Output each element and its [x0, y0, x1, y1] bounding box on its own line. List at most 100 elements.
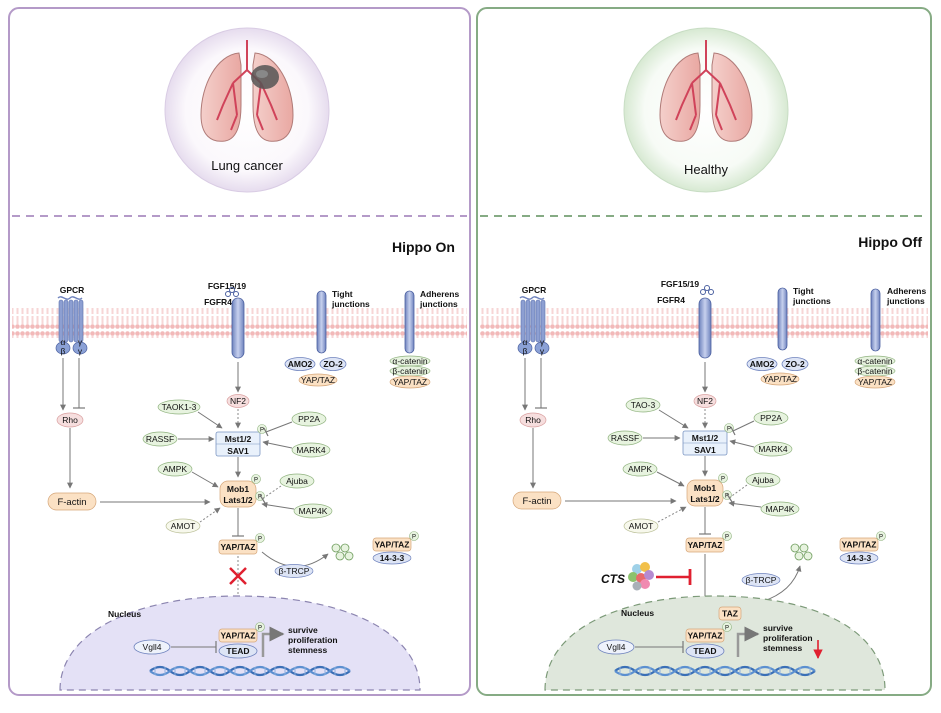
svg-text:YAP/TAZ: YAP/TAZ: [301, 375, 335, 385]
ajuba-node: [279, 473, 315, 489]
amot-node: [165, 518, 201, 534]
btrcp-node: [741, 573, 781, 587]
svg-text:MAP4K: MAP4K: [766, 504, 795, 514]
svg-text:P: P: [725, 626, 729, 632]
svg-text:SAV1: SAV1: [227, 446, 249, 456]
rho-node: [56, 412, 84, 428]
mark4-node: [753, 441, 793, 457]
svg-text:Mob1: Mob1: [694, 483, 716, 493]
svg-text:AMOT: AMOT: [629, 521, 654, 531]
svg-text:TAZ: TAZ: [722, 609, 738, 619]
svg-text:Ajuba: Ajuba: [752, 475, 774, 485]
svg-text:P: P: [260, 428, 264, 434]
svg-text:RASSF: RASSF: [146, 434, 174, 444]
svg-text:P: P: [725, 494, 729, 500]
svg-text:Vgll4: Vgll4: [143, 642, 162, 652]
svg-text:YAP/TAZ: YAP/TAZ: [221, 631, 256, 641]
svg-text:Ajuba: Ajuba: [286, 476, 308, 486]
svg-text:AMO2: AMO2: [750, 359, 775, 369]
svg-text:P: P: [879, 535, 883, 541]
f-actin-node: [512, 491, 562, 510]
svg-text:Adherens: Adherens: [887, 286, 926, 296]
svg-text:α-catenin: α-catenin: [392, 356, 427, 366]
svg-text:YAP/TAZ: YAP/TAZ: [842, 540, 877, 550]
svg-text:YAP/TAZ: YAP/TAZ: [688, 631, 723, 641]
yap-taz-1433: [372, 537, 412, 552]
svg-text:ZO-2: ZO-2: [785, 359, 805, 369]
taok-node: [157, 399, 201, 415]
degradation-fragments: [790, 543, 813, 561]
gpcr-receptor: GPCR α β γ γ: [55, 285, 88, 356]
rho-node: [519, 412, 547, 428]
svg-text:YAP/TAZ: YAP/TAZ: [221, 542, 256, 552]
rassf-node: [142, 431, 178, 447]
svg-text:MARK4: MARK4: [296, 445, 326, 455]
svg-text:NF2: NF2: [697, 396, 713, 406]
svg-text:Nucleus: Nucleus: [108, 609, 141, 619]
state-title: Hippo On: [392, 239, 455, 255]
svg-text:Mst1/2: Mst1/2: [692, 433, 719, 443]
adherens-junction: Adherens junctions α-catenin β-catenin Y…: [854, 286, 926, 389]
svg-text:YAP/TAZ: YAP/TAZ: [375, 540, 410, 550]
svg-text:γ: γ: [540, 346, 545, 356]
svg-text:Nucleus: Nucleus: [621, 608, 654, 618]
fgfr4-label: FGFR4: [204, 297, 232, 307]
svg-text:junctions: junctions: [419, 299, 458, 309]
map4k-node: [293, 503, 333, 519]
svg-text:β: β: [61, 346, 66, 356]
svg-text:Mob1: Mob1: [227, 484, 249, 494]
gpcr-receptor: GPCR α β γ γ: [517, 285, 550, 356]
right-organ-illustration: [623, 27, 789, 193]
gpcr-label: GPCR: [60, 285, 85, 295]
svg-text:14-3-3: 14-3-3: [847, 553, 872, 563]
svg-text:β-TRCP: β-TRCP: [746, 575, 777, 585]
svg-text:P: P: [412, 535, 416, 541]
svg-text:ZO-2: ZO-2: [323, 359, 343, 369]
vgll4-node: [133, 639, 171, 655]
svg-text:Vgll4: Vgll4: [607, 642, 626, 652]
svg-text:YAP/TAZ: YAP/TAZ: [688, 540, 723, 550]
organ-label: Healthy: [684, 162, 729, 177]
svg-text:PP2A: PP2A: [298, 414, 320, 424]
yap-taz-cytoplasm: [218, 539, 258, 555]
yap-taz-nuclear: [685, 628, 725, 643]
svg-text:Rho: Rho: [62, 415, 78, 425]
pp2a-node: [753, 410, 789, 426]
degradation-fragments: [331, 543, 354, 561]
svg-text:TEAD: TEAD: [693, 646, 716, 656]
svg-text:TEAD: TEAD: [226, 646, 249, 656]
svg-text:AMPK: AMPK: [163, 464, 187, 474]
svg-text:MARK4: MARK4: [758, 444, 788, 454]
svg-text:γ: γ: [540, 337, 545, 347]
nf2-node: [226, 394, 250, 408]
nf2-node: [693, 394, 717, 408]
svg-text:RASSF: RASSF: [611, 433, 639, 443]
cts-label: CTS: [601, 572, 625, 586]
protein-1433: [839, 551, 879, 565]
svg-text:proliferation: proliferation: [763, 633, 813, 643]
svg-text:P: P: [258, 537, 262, 543]
btrcp-node: [274, 564, 314, 578]
svg-text:Tight: Tight: [793, 286, 814, 296]
svg-text:TAO-3: TAO-3: [631, 400, 656, 410]
svg-text:YAP/TAZ: YAP/TAZ: [393, 377, 427, 387]
protein-1433: [372, 551, 412, 565]
svg-text:Tight: Tight: [332, 289, 353, 299]
svg-text:junctions: junctions: [331, 299, 370, 309]
svg-text:β: β: [523, 346, 528, 356]
fgfr4-receptor: FGF15/19 FGFR4: [204, 281, 247, 359]
svg-text:14-3-3: 14-3-3: [380, 553, 405, 563]
svg-text:MAP4K: MAP4K: [299, 506, 328, 516]
svg-text:Mst1/2: Mst1/2: [225, 434, 252, 444]
svg-text:P: P: [258, 495, 262, 501]
fgf-label: FGF15/19: [208, 281, 247, 291]
nucleus: [544, 595, 886, 691]
vgll4-node: [597, 639, 635, 655]
svg-text:PP2A: PP2A: [760, 413, 782, 423]
svg-text:γ: γ: [78, 346, 83, 356]
svg-text:stemness: stemness: [763, 643, 802, 653]
svg-text:NF2: NF2: [230, 396, 246, 406]
yap-taz-cytoplasm: [685, 537, 725, 553]
